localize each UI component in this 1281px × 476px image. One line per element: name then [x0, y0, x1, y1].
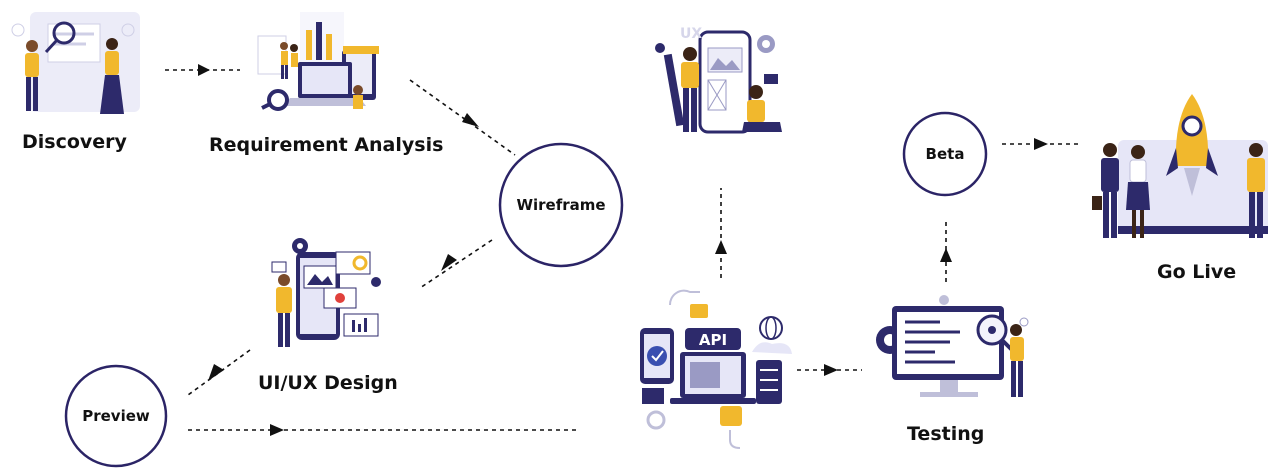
label-uiux-design: UI/UX Design [258, 372, 398, 394]
svg-text:UX: UX [680, 26, 702, 42]
uiux-design-illustration [271, 238, 381, 347]
label-discovery: Discovery [22, 131, 127, 153]
label-beta: Beta [925, 145, 965, 163]
wireframe-circle [498, 142, 624, 268]
go-live-illustration [1092, 94, 1268, 238]
discovery-illustration [11, 12, 140, 114]
label-requirement-analysis: Requirement Analysis [209, 134, 444, 156]
api-illustration: API [640, 289, 792, 449]
requirement-analysis-illustration [257, 12, 379, 111]
label-wireframe: Wireframe [516, 196, 606, 214]
testing-illustration [876, 295, 1029, 397]
label-testing: Testing [907, 423, 985, 445]
label-go-live: Go Live [1157, 261, 1237, 283]
api-badge: API [699, 331, 727, 349]
wireframe-illustration: UX [655, 26, 782, 134]
label-preview: Preview [82, 407, 150, 425]
arrow-requirement-to-wireframe [409, 79, 516, 156]
preview-circle [64, 364, 168, 468]
arrow-wireframe-to-uiux [419, 239, 493, 289]
beta-circle [902, 111, 988, 197]
